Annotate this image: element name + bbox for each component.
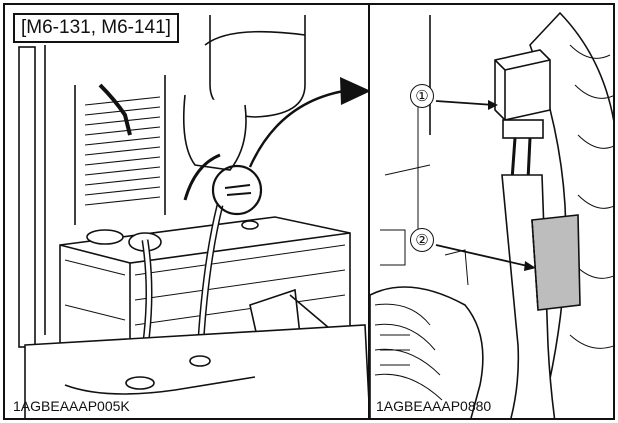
connector-block xyxy=(494,49,551,121)
leader-arrowhead-2 xyxy=(524,261,536,271)
battery-overview-drawing xyxy=(18,15,369,418)
detail-circle-icon xyxy=(211,164,263,216)
right-figure-code: 1AGBEAAAP0880 xyxy=(376,398,492,414)
wire-lead xyxy=(526,137,532,181)
panel-detail xyxy=(380,229,406,266)
callout-tape: ② xyxy=(410,228,434,252)
upper-cable xyxy=(98,83,132,136)
panel-detail xyxy=(444,249,469,286)
connector-sketch xyxy=(224,184,252,196)
mount-bolt xyxy=(125,376,155,390)
battery-cap xyxy=(86,229,124,245)
tape-edge xyxy=(531,219,539,311)
left-hose-ribs xyxy=(374,303,443,401)
connector-detail-panel: 1AGBEAAAP0880 xyxy=(368,3,615,420)
housing-edge xyxy=(204,30,306,46)
grille-frame xyxy=(74,75,166,225)
battery-overview-panel: [M6-131, M6-141] 1AGBEAAAP005K xyxy=(3,3,371,420)
connector-edges xyxy=(494,59,551,120)
ground-bolt xyxy=(189,355,211,367)
leader-line-2 xyxy=(435,244,533,268)
left-figure-code: 1AGBEAAAP005K xyxy=(13,398,130,414)
base-plate xyxy=(24,324,369,418)
left-hose xyxy=(370,286,484,418)
tape-wrap xyxy=(531,214,581,311)
wall-line xyxy=(384,164,431,176)
hose-elbow xyxy=(182,94,247,171)
leader-line-1 xyxy=(435,100,495,106)
model-tag: [M6-131, M6-141] xyxy=(13,13,179,43)
grille-lines xyxy=(84,96,161,206)
base-edge xyxy=(64,376,256,395)
callout-connector: ① xyxy=(410,84,434,108)
frame-post xyxy=(18,46,36,348)
curved-arrow-icon xyxy=(248,88,351,168)
leader-arrowhead-1 xyxy=(488,100,498,110)
battery-ribs xyxy=(64,259,126,321)
harness-wire xyxy=(183,153,221,201)
arrow-head xyxy=(340,77,369,105)
negative-terminal xyxy=(241,220,259,230)
filter-housing xyxy=(209,15,306,118)
connector-latch xyxy=(502,119,544,139)
battery-ribs-front xyxy=(134,244,346,326)
panel-detail xyxy=(380,334,410,366)
connector-detail-drawing xyxy=(370,11,613,418)
wire-lead xyxy=(510,137,517,181)
hose-ribs xyxy=(569,44,613,349)
